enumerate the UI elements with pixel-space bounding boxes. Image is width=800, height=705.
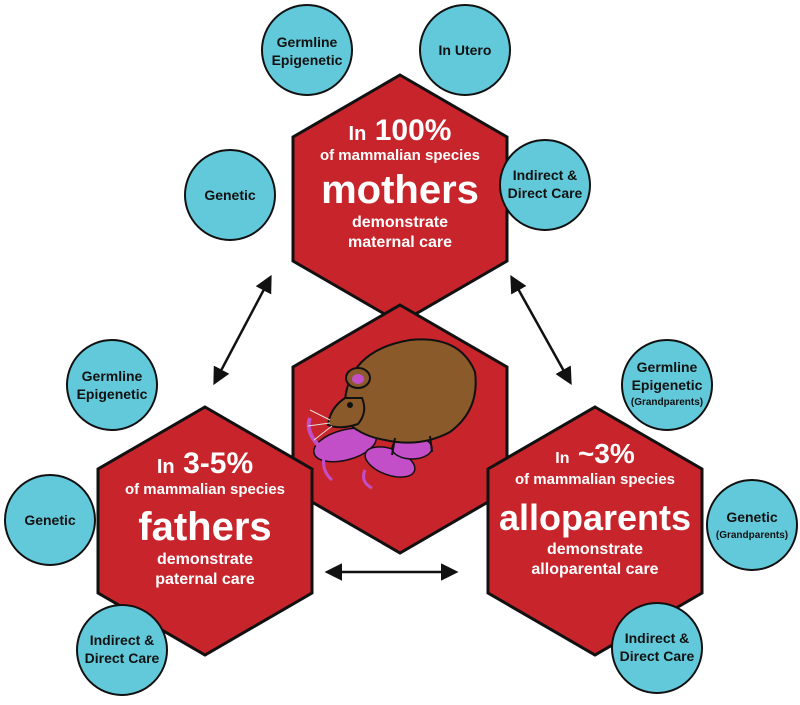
svg-text:In 100%: In 100% [349, 114, 452, 147]
alloparents-prefix: In [555, 450, 569, 467]
mothers-care-circle: Indirect & Direct Care [499, 139, 591, 231]
mouse-with-pups-icon [306, 338, 477, 490]
circle-text-line: Epigenetic [272, 52, 343, 68]
circle-text-line: (Grandparents) [716, 530, 788, 541]
fathers-line5: paternal care [155, 571, 255, 588]
alloparents-hexagon [486, 405, 704, 657]
mothers-line4: demonstrate [352, 214, 448, 231]
mothers-line5: maternal care [348, 234, 452, 251]
mothers-fathers-arrow [213, 274, 272, 386]
alloparents-text-block: In ~3% of mammalian species alloparents … [499, 438, 691, 578]
mothers-in-utero-circle: In Utero [419, 4, 511, 96]
circle-text-line: Genetic [24, 512, 76, 528]
circle-text-line: Indirect & [90, 632, 155, 648]
circle-text-line: Indirect & [625, 630, 690, 646]
alloparents-line4: demonstrate [547, 541, 643, 558]
alloparents-line5: alloparental care [531, 561, 658, 578]
circle-text-line: Genetic [204, 187, 256, 203]
alloparents-germline-circle: Germline Epigenetic (Grandparents) [621, 339, 713, 431]
fathers-prefix: In [157, 456, 175, 478]
fathers-text-block: In 3-5% of mammalian species fathers dem… [125, 447, 285, 588]
fathers-care-circle: Indirect & Direct Care [76, 604, 168, 696]
mothers-prefix: In [349, 123, 367, 145]
fathers-genetic-circle: Genetic [4, 474, 96, 566]
alloparents-genetic-circle: Genetic (Grandparents) [706, 479, 798, 571]
fathers-hexagon [96, 405, 314, 657]
fathers-line4: demonstrate [157, 551, 253, 568]
mothers-line2: of mammalian species [320, 147, 480, 164]
fathers-title: fathers [138, 505, 271, 549]
circle-text-line: Direct Care [85, 650, 160, 666]
alloparents-line2: of mammalian species [515, 471, 675, 488]
svg-text:In ~3%: In ~3% [555, 438, 635, 469]
circle-text-line: Epigenetic [77, 386, 148, 402]
mothers-title: mothers [321, 168, 479, 212]
mothers-germline-circle: Germline Epigenetic [261, 4, 353, 96]
mothers-percent: 100% [375, 114, 452, 147]
fathers-percent: 3-5% [183, 447, 253, 480]
mothers-alloparents-arrow [510, 274, 572, 386]
circle-text-line: Direct Care [508, 185, 583, 201]
circle-text-line: In Utero [439, 42, 492, 58]
circle-text-line: Germline [637, 359, 698, 375]
circle-text-line: Epigenetic [632, 377, 703, 393]
alloparents-percent: ~3% [578, 438, 635, 469]
alloparents-title: alloparents [499, 497, 691, 538]
circle-text-line: Germline [82, 368, 143, 384]
mothers-genetic-circle: Genetic [184, 149, 276, 241]
svg-text:In 3-5%: In 3-5% [157, 447, 253, 480]
fathers-germline-circle: Germline Epigenetic [66, 339, 158, 431]
fathers-line2: of mammalian species [125, 481, 285, 498]
circle-text-line: Indirect & [513, 167, 578, 183]
circle-text-line: Direct Care [620, 648, 695, 664]
alloparents-care-circle: Indirect & Direct Care [611, 602, 703, 694]
circle-text-line: Genetic [726, 509, 778, 525]
mothers-text-block: In 100% of mammalian species mothers dem… [320, 114, 480, 251]
circle-text-line: Germline [277, 34, 338, 50]
circle-text-line: (Grandparents) [631, 397, 703, 408]
